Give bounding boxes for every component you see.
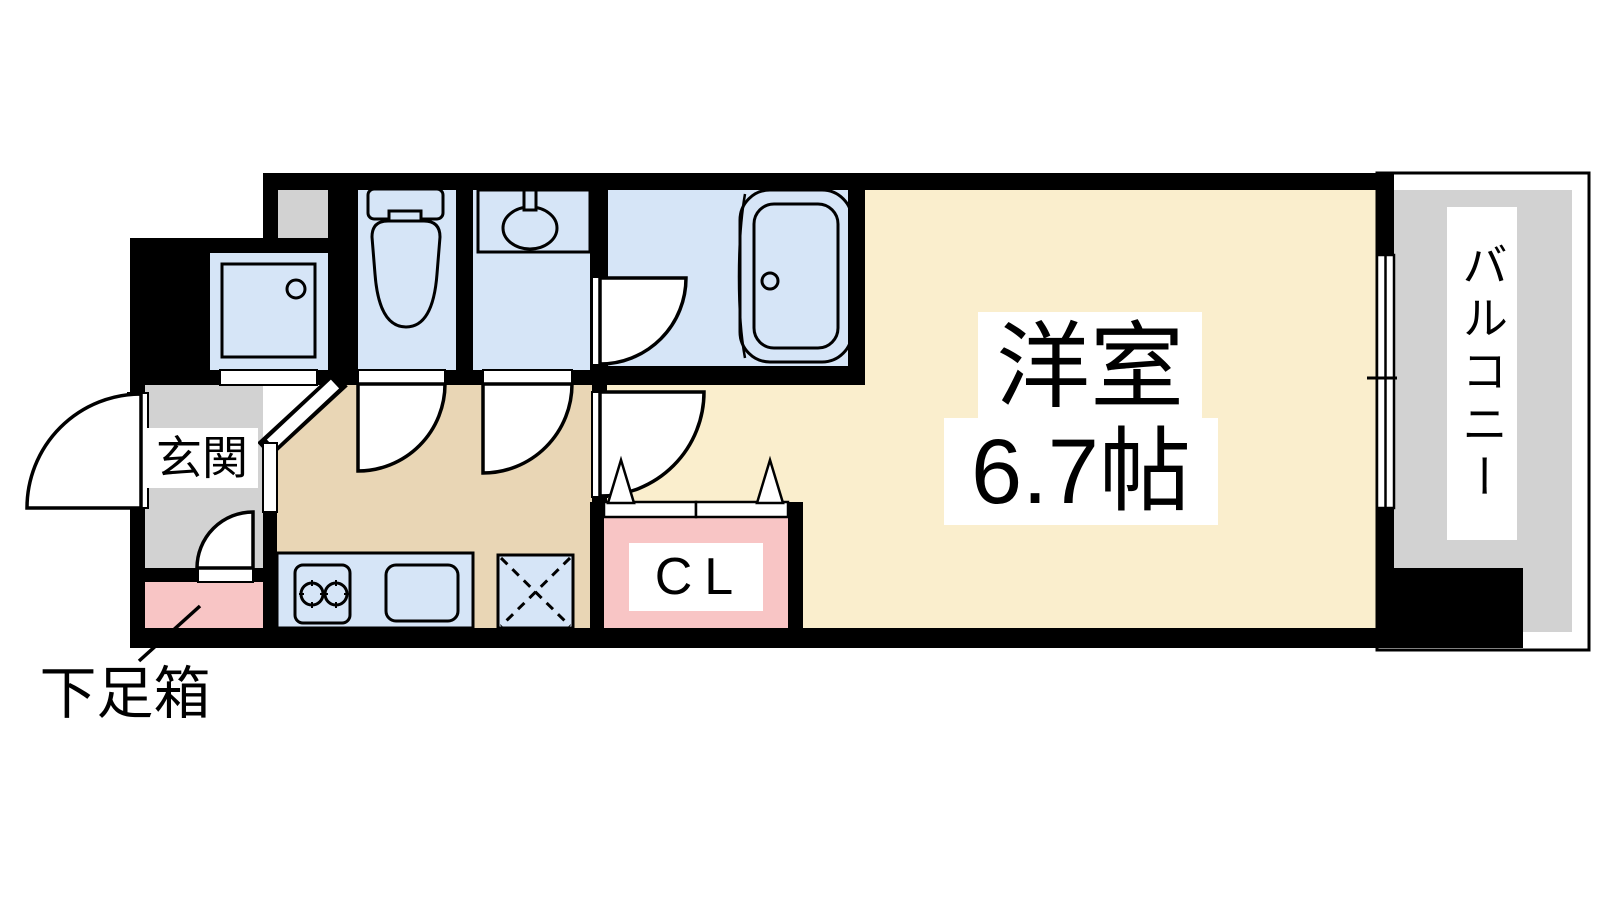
room-washbasin bbox=[473, 188, 590, 370]
opening-shoe-box bbox=[197, 567, 254, 583]
toilet-fixture bbox=[366, 187, 445, 329]
main-room-name-label: 洋室 bbox=[978, 312, 1202, 422]
closet-label: CL bbox=[629, 543, 763, 611]
main-room-size-label: 6.7帖 bbox=[944, 418, 1218, 525]
shoe-box-leader-line bbox=[137, 604, 202, 663]
shoe-box-door-swing bbox=[195, 510, 255, 570]
wash-basin-fixture bbox=[476, 188, 592, 254]
diagonal-partition bbox=[257, 371, 348, 458]
entrance-label: 玄関 bbox=[146, 428, 258, 488]
toilet-door-swing bbox=[356, 382, 447, 473]
door-swings bbox=[25, 276, 706, 570]
entry-door-swing bbox=[25, 392, 143, 510]
kitchen-sink-fixture bbox=[384, 563, 460, 623]
pipe-space bbox=[278, 188, 328, 238]
room-washing-machine bbox=[210, 253, 328, 370]
stove-fixture bbox=[293, 563, 352, 625]
opening-washing-machine bbox=[219, 369, 318, 386]
shoe-box-label: 下足箱 bbox=[39, 661, 211, 726]
refrigerator-cross bbox=[499, 556, 572, 628]
bifold-closet-door bbox=[602, 455, 790, 519]
washbasin-door-swing bbox=[481, 382, 574, 475]
room-shoe-box bbox=[143, 582, 263, 628]
balcony-label: バルコニー bbox=[1447, 207, 1517, 540]
opening-entrance-hall bbox=[262, 442, 278, 513]
bathtub-fixture bbox=[737, 188, 854, 364]
bathroom-door-swing bbox=[598, 276, 688, 366]
sliding-balcony-window bbox=[1367, 253, 1397, 510]
washing-machine-pan bbox=[220, 262, 317, 359]
